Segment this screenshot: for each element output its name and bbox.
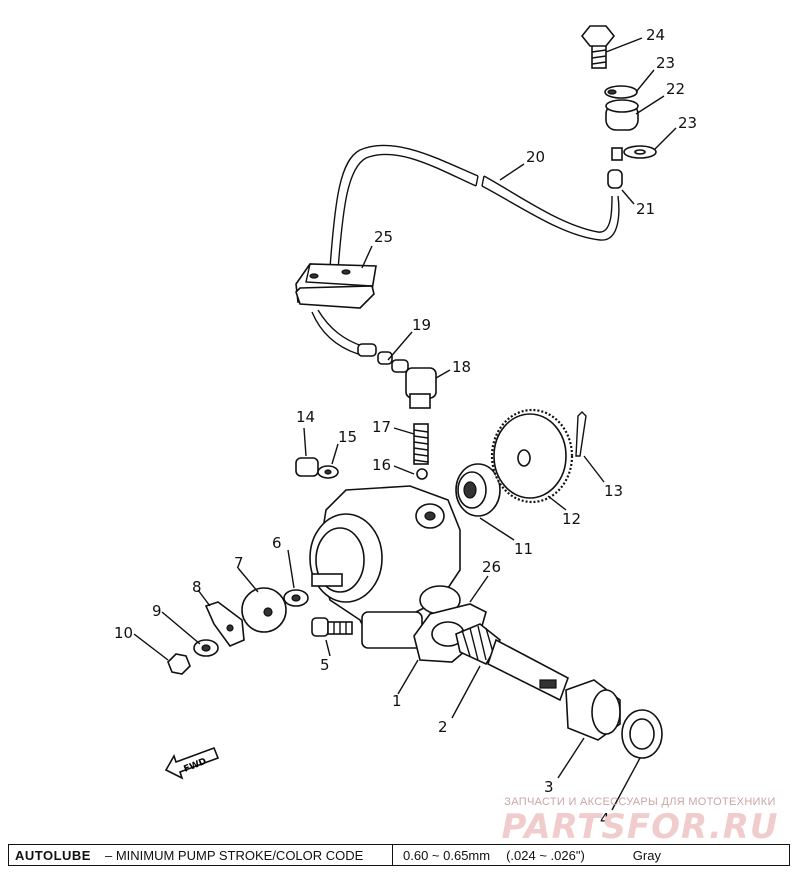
banjo-bolt-assembly bbox=[580, 25, 657, 189]
callout-8: 8 bbox=[192, 578, 202, 596]
callout-5: 5 bbox=[320, 656, 330, 674]
callout-6: 6 bbox=[272, 534, 282, 552]
callout-2: 2 bbox=[438, 718, 448, 736]
callout-25: 25 bbox=[374, 228, 393, 246]
check-spring bbox=[413, 423, 429, 480]
leader-lines bbox=[133, 37, 677, 811]
callout-9: 9 bbox=[152, 602, 162, 620]
forward-direction-arrow-icon: FWD bbox=[164, 746, 220, 780]
callout-4: 4 bbox=[600, 810, 610, 828]
callout-16: 16 bbox=[372, 456, 391, 474]
callout-15: 15 bbox=[338, 428, 357, 446]
spec-description: – MINIMUM PUMP STROKE/COLOR CODE bbox=[104, 847, 364, 863]
callout-24: 24 bbox=[646, 26, 665, 44]
callout-10: 10 bbox=[114, 624, 133, 642]
callout-23-upper: 23 bbox=[656, 54, 675, 72]
adjustment-plate-stack bbox=[167, 587, 309, 675]
callout-19: 19 bbox=[412, 316, 431, 334]
callout-20: 20 bbox=[526, 148, 545, 166]
callout-22: 22 bbox=[666, 80, 685, 98]
callout-17: 17 bbox=[372, 418, 391, 436]
grommet bbox=[295, 263, 377, 309]
callout-18: 18 bbox=[452, 358, 471, 376]
oil-delivery-line bbox=[329, 144, 620, 271]
spec-range-mm: 0.60 ~ 0.65mm bbox=[403, 847, 491, 863]
callout-7: 7 bbox=[234, 554, 244, 572]
spec-color-code: Gray bbox=[632, 847, 661, 863]
spec-range-inch: (.024 ~ .026") bbox=[506, 847, 585, 863]
outlet-fitting bbox=[405, 367, 437, 409]
worm-shaft-assembly bbox=[413, 603, 569, 702]
cover-bolt bbox=[311, 617, 353, 637]
watermark-tagline: ЗАПЧАСТИ И АКСЕССУАРЫ ДЛЯ МОТОТЕХНИКИ bbox=[504, 796, 776, 808]
pump-bearing bbox=[455, 463, 501, 517]
pump-drive-gear bbox=[490, 408, 574, 504]
callout-26: 26 bbox=[482, 558, 501, 576]
callout-13: 13 bbox=[604, 482, 623, 500]
callout-14: 14 bbox=[296, 408, 315, 426]
cotter-pin bbox=[575, 411, 587, 457]
callout-12: 12 bbox=[562, 510, 581, 528]
callout-23-lower: 23 bbox=[678, 114, 697, 132]
pump-feed-hose bbox=[311, 309, 409, 373]
pump-body bbox=[309, 485, 461, 649]
watermark-logo: PARTSFOR.RU bbox=[501, 807, 779, 847]
callout-11: 11 bbox=[514, 540, 533, 558]
shaft-seal bbox=[565, 679, 663, 759]
bleed-bolt bbox=[295, 457, 339, 479]
callout-1: 1 bbox=[392, 692, 402, 710]
spec-value-cell: 0.60 ~ 0.65mm (.024 ~ .026") Gray bbox=[393, 848, 783, 863]
callout-21: 21 bbox=[636, 200, 655, 218]
callout-labels: 24 23 22 23 21 20 25 19 18 17 16 14 15 1… bbox=[114, 26, 697, 828]
spec-label-cell: AUTOLUBE – MINIMUM PUMP STROKE/COLOR COD… bbox=[9, 845, 393, 865]
watermark: ЗАПЧАСТИ И АКСЕССУАРЫ ДЛЯ МОТОТЕХНИКИ PA… bbox=[490, 796, 790, 846]
spec-footer: AUTOLUBE – MINIMUM PUMP STROKE/COLOR COD… bbox=[8, 844, 790, 866]
spec-brand: AUTOLUBE bbox=[15, 847, 91, 863]
callout-3: 3 bbox=[544, 778, 554, 796]
